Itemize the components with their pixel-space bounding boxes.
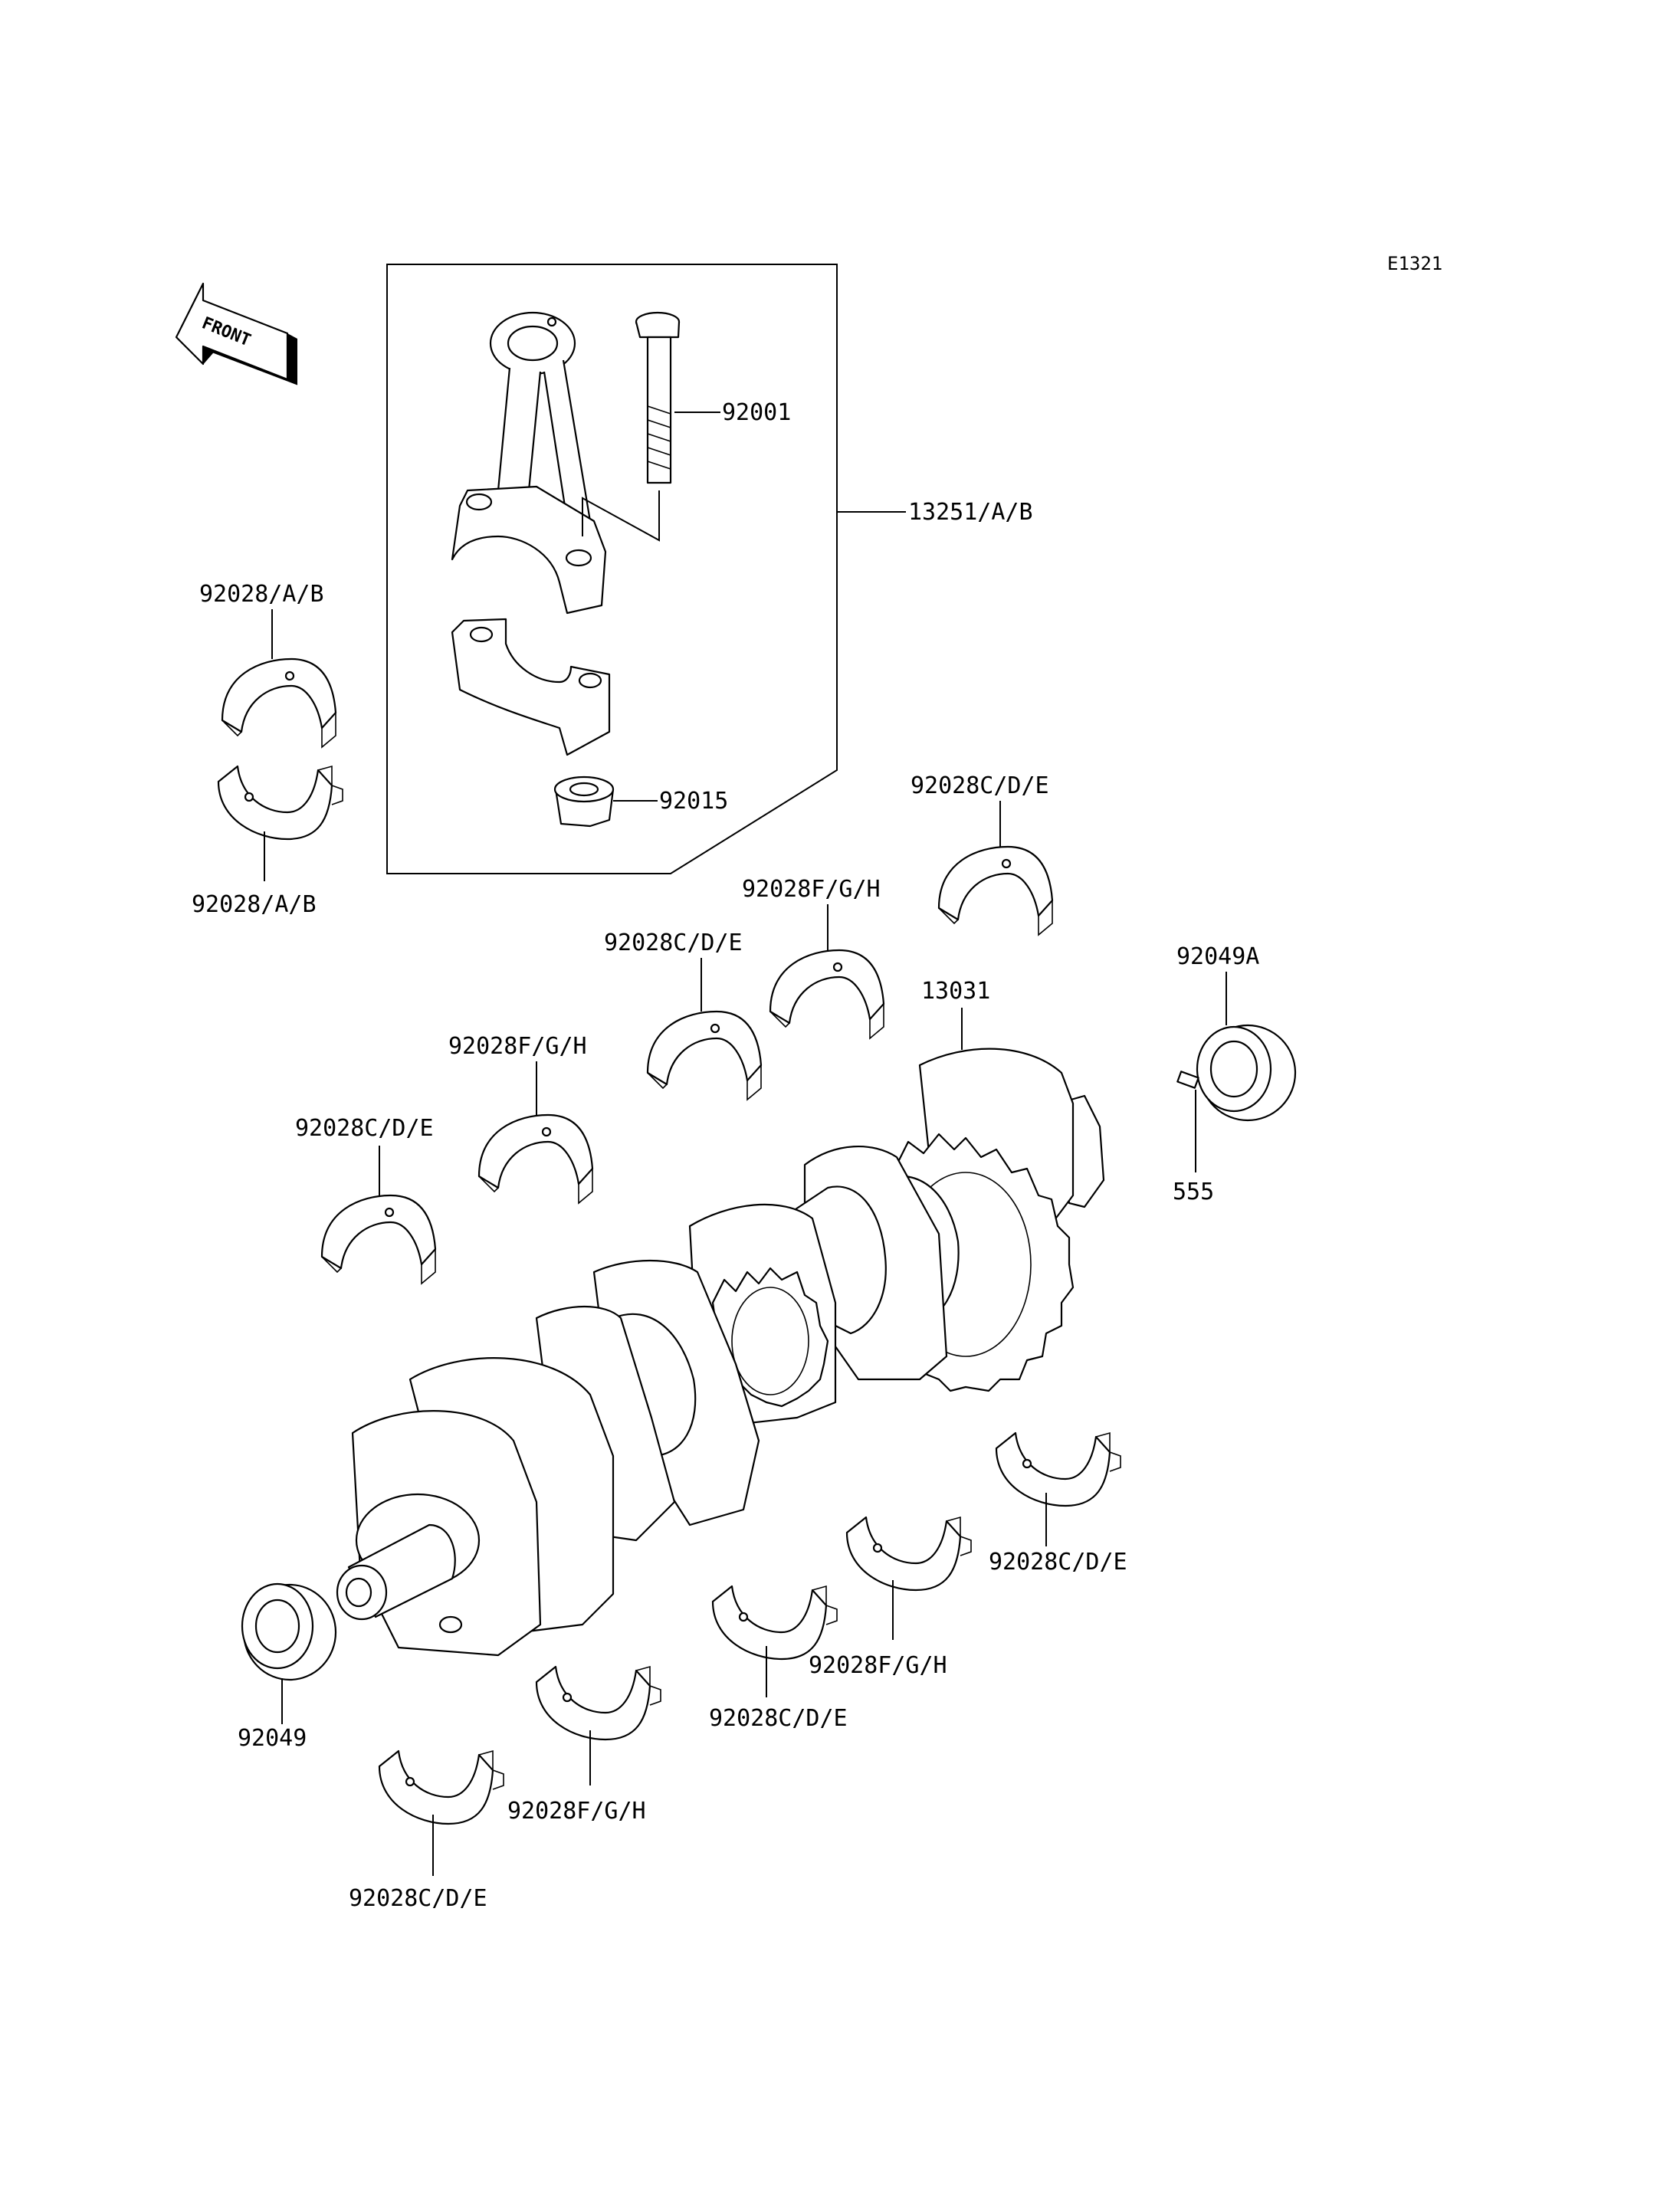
- oil-seal-right: [1196, 1024, 1297, 1122]
- label-main-bearing-5: 92028C/D/E: [295, 1115, 434, 1142]
- label-92049a: 92049A: [1176, 943, 1259, 970]
- diagram-code: E1321: [1387, 253, 1442, 274]
- main-bearing-5: [320, 1194, 437, 1285]
- main-bearing-1: [937, 845, 1054, 936]
- label-lower-bearing-5: 92028C/D/E: [349, 1885, 487, 1912]
- conrod-bearing-upper: [221, 657, 337, 749]
- label-13031: 13031: [921, 978, 990, 1005]
- crankshaft: [336, 1048, 1105, 1657]
- pin-555: [1176, 1071, 1199, 1089]
- label-lower-bearing-1: 92028C/D/E: [989, 1549, 1127, 1576]
- conrod-bolt: [635, 311, 681, 484]
- label-92001: 92001: [722, 399, 791, 426]
- label-92028-ab-lower: 92028/A/B: [192, 891, 317, 918]
- label-main-bearing-2: 92028F/G/H: [742, 876, 881, 903]
- label-92049: 92049: [238, 1725, 307, 1752]
- label-main-bearing-4: 92028F/G/H: [448, 1033, 587, 1060]
- conrod-bearing-lower: [217, 765, 344, 841]
- main-bearing-4: [477, 1113, 594, 1205]
- label-13251: 13251/A/B: [908, 499, 1033, 526]
- oil-seal-left: [241, 1582, 337, 1681]
- label-main-bearing-1: 92028C/D/E: [911, 772, 1049, 799]
- label-lower-bearing-4: 92028F/G/H: [507, 1798, 646, 1825]
- label-92015: 92015: [659, 788, 728, 815]
- lower-bearing-5: [378, 1749, 505, 1825]
- lower-bearing-4: [535, 1665, 662, 1741]
- conrod-assembly-box: [386, 264, 838, 874]
- connecting-rod: [451, 311, 607, 615]
- front-arrow-icon: FRONT: [175, 282, 298, 385]
- main-bearing-3: [646, 1010, 763, 1101]
- conrod-cap: [451, 618, 611, 756]
- lower-bearing-3: [711, 1585, 838, 1661]
- conrod-nut: [553, 776, 615, 828]
- label-main-bearing-3: 92028C/D/E: [604, 930, 743, 956]
- lower-bearing-2: [845, 1516, 973, 1592]
- label-555: 555: [1173, 1179, 1214, 1205]
- main-bearing-2: [769, 949, 885, 1040]
- label-lower-bearing-2: 92028F/G/H: [809, 1652, 947, 1679]
- lower-bearing-1: [995, 1431, 1122, 1507]
- label-lower-bearing-3: 92028C/D/E: [709, 1705, 848, 1732]
- label-92028-ab-upper: 92028/A/B: [199, 581, 324, 608]
